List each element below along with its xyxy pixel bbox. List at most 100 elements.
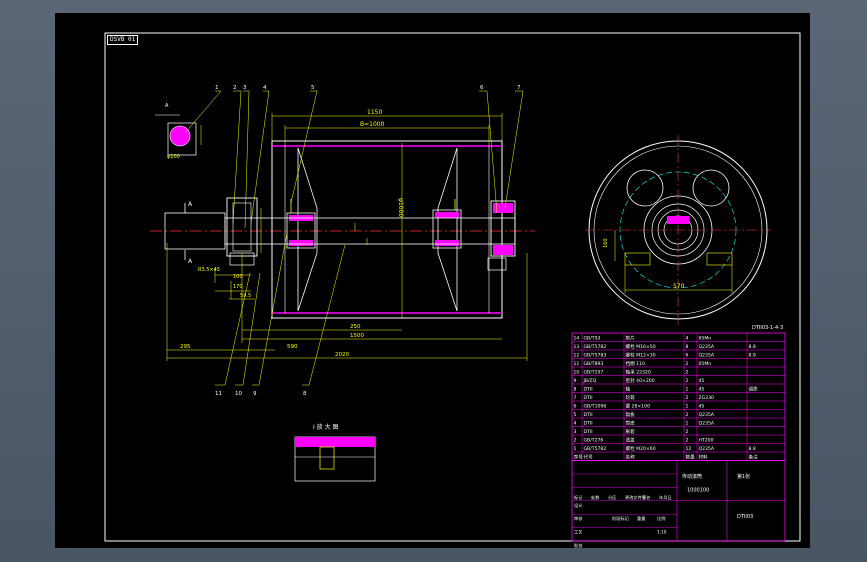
dim-lower-3: 295	[180, 344, 191, 350]
svg-text:设计: 设计	[574, 502, 582, 509]
bom-cell: GB/T276	[584, 437, 604, 443]
dim-left-2: 170	[233, 284, 243, 290]
drum-side-view: 570 160	[585, 135, 771, 325]
bom-cell: 筒皮	[626, 419, 636, 426]
svg-text:6: 6	[480, 85, 484, 91]
bom-cell: 8.8	[749, 446, 756, 452]
bom-cell: 12	[574, 352, 580, 358]
svg-text:年月日: 年月日	[659, 494, 672, 501]
bom-cell: 代号	[584, 453, 594, 460]
bom-cell: 10	[574, 369, 580, 375]
drawing-canvas[interactable]: φ1000 1150 B=1000	[55, 13, 810, 548]
svg-text:9: 9	[253, 391, 257, 397]
dim-lower-4: 590	[287, 344, 298, 350]
bom-cell: 轴承 22320	[626, 368, 651, 375]
drawing-sheet[interactable]: φ1000 1150 B=1000	[55, 13, 810, 548]
bom-cell: 7	[574, 395, 577, 401]
svg-text:处数: 处数	[591, 494, 600, 501]
bom-cell: 2	[686, 395, 689, 401]
bom-cell: HT200	[699, 437, 714, 443]
bom-cell: DTII	[584, 429, 593, 435]
bom-cell: 挡圈 110	[626, 360, 645, 367]
dim-diameter: φ1000	[397, 198, 404, 217]
bom-cell: 8	[686, 344, 689, 350]
bom-cell: 2	[574, 437, 577, 443]
dim-lower-1: 250	[350, 324, 361, 330]
bom-cell: 螺栓 M16×50	[626, 343, 656, 350]
bom-cell: 胀套	[626, 428, 636, 435]
svg-text:8: 8	[303, 391, 307, 397]
bom-cell: 2	[686, 437, 689, 443]
bom-cell: 1	[686, 386, 689, 392]
svg-text:5: 5	[311, 85, 315, 91]
svg-text:1: 1	[215, 85, 219, 91]
bom-cell: 45	[699, 378, 705, 384]
svg-text:1000100: 1000100	[687, 487, 709, 493]
bom-cell: GB/T893	[584, 361, 604, 367]
bom-cell: 11	[574, 361, 580, 367]
bom-cell: 2	[686, 412, 689, 418]
bom-cell: 透盖	[626, 436, 636, 443]
bom-cell: 辐板	[626, 411, 636, 418]
bom-cell: DTII	[584, 395, 593, 401]
svg-text:10: 10	[235, 391, 242, 397]
svg-text:重量: 重量	[637, 515, 645, 522]
bom-cell: GB/T93	[584, 335, 601, 341]
bom-cell: 14	[574, 335, 580, 341]
bom-cell: 材料	[699, 453, 709, 460]
bom-cell: DTII	[584, 412, 593, 418]
top-dimensions	[271, 113, 503, 146]
bom-cell: Q235A	[699, 412, 715, 418]
dim-top-total: 1150	[367, 109, 382, 116]
svg-text:3: 3	[243, 85, 247, 91]
bom-cell: GB/T5783	[584, 352, 607, 358]
svg-text:比例: 比例	[657, 515, 665, 522]
svg-text:7: 7	[517, 85, 521, 91]
svg-text:标记: 标记	[574, 494, 583, 501]
dim-top-inner: B=1000	[360, 121, 385, 128]
bom-cell: 8.8	[749, 344, 756, 350]
bom-cell: 8	[574, 386, 577, 392]
bom-cell: 6	[686, 352, 689, 358]
svg-text:A: A	[188, 258, 193, 265]
side-height: 160	[603, 238, 609, 248]
bom-cell: 2	[686, 429, 689, 435]
bom-cell: GB/T1096	[584, 403, 607, 409]
svg-text:11: 11	[215, 391, 222, 397]
bottom-dimensions	[166, 243, 528, 361]
svg-text:批准: 批准	[574, 542, 582, 548]
bom-cell: 轮毂	[626, 394, 636, 401]
svg-text:工艺: 工艺	[574, 530, 582, 535]
detail-label: I 放 大 图	[313, 423, 339, 431]
bom-cell: 3	[574, 429, 577, 435]
bom-cell: 2	[686, 361, 689, 367]
detail-enlarged-view: I 放 大 图	[294, 423, 376, 482]
bom-cell: 序号	[574, 453, 584, 460]
svg-text:DTII03: DTII03	[737, 514, 753, 520]
dim-left-1: 100	[233, 274, 243, 280]
bom-cell: 螺栓 M20×60	[626, 445, 656, 452]
svg-text:1:10: 1:10	[657, 530, 667, 535]
bom-cell: 5	[574, 412, 577, 418]
balloon-labels: 1 2 3 4 5 6 7 8 9 10 11	[215, 85, 521, 397]
bom-cell: 8.8	[749, 352, 756, 358]
svg-text:更改文件号: 更改文件号	[625, 494, 646, 501]
bom-cell: 65Mn	[699, 361, 712, 367]
bom-cell: Q235A	[699, 420, 715, 426]
bom-cell: JB/ZQ	[583, 378, 597, 384]
bom-cell: 12	[686, 446, 692, 452]
sheet-border	[104, 32, 801, 542]
bom-cell: 名称	[626, 453, 636, 460]
svg-text:4: 4	[263, 85, 267, 91]
bom-cell: 垫片	[626, 334, 636, 341]
dim-lower-2: 1500	[350, 333, 364, 339]
bom-cell: DTII	[584, 420, 593, 426]
svg-text:审核: 审核	[574, 515, 583, 522]
bom-cell: 调质	[749, 385, 759, 392]
bom-cell: DTII	[584, 386, 593, 392]
shaft-section-detail: A φ100	[155, 103, 202, 160]
bom-cell: Q235A	[699, 352, 715, 358]
section-a-marks: A A	[184, 201, 193, 265]
svg-text:传动滚筒: 传动滚筒	[682, 473, 702, 480]
bom-cell: 1	[574, 446, 577, 452]
